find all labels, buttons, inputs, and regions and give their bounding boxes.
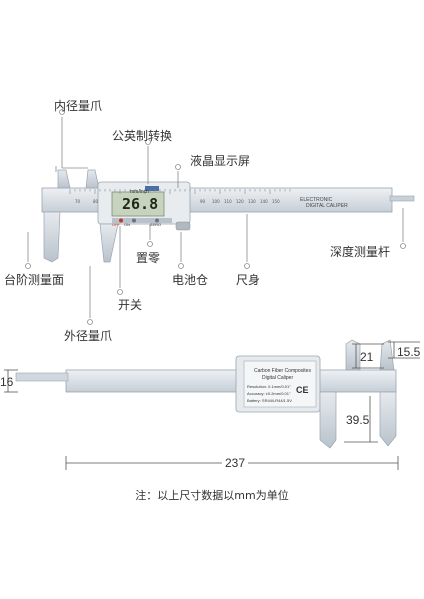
thumb-wheel	[175, 221, 191, 231]
label-inner-jaw: 内径量爪	[54, 99, 103, 113]
spec-line-2: Digital Caliper	[262, 375, 294, 381]
scale-tick-label: 110	[224, 199, 232, 204]
beam-side	[65, 369, 397, 393]
zero-button[interactable]: ZERO	[150, 222, 162, 227]
unit-button	[145, 186, 159, 191]
spec-line-1: Carbon Fiber Composites	[254, 368, 311, 374]
label-ruler-body: 尺身	[236, 273, 261, 287]
spec-line-5: Battery: SR44/LR44/1.5V	[247, 398, 292, 403]
brand-line-2: DIGITAL CALIPER	[306, 203, 348, 209]
slider-inner-jaw	[85, 169, 100, 189]
scale-tick-label: 150	[272, 199, 280, 204]
depth-rod-side	[15, 372, 69, 382]
button-strip	[112, 218, 172, 223]
spec-line-4: Accuracy: ±0.2mm/0.01"	[247, 391, 291, 396]
lcd-screen	[111, 191, 165, 217]
label-power-switch: 开关	[118, 298, 143, 312]
scale-tick-label: 90	[200, 199, 206, 204]
label-unit-switch: 公英制转换	[112, 129, 173, 143]
fixed-jaw-upper-side	[345, 339, 361, 371]
label-zero: 置零	[136, 251, 161, 265]
scale-tick-label: 120	[236, 199, 244, 204]
label-lcd-screen: 液晶显示屏	[190, 154, 251, 168]
fixed-jaw-lower-side	[379, 391, 397, 447]
depth-rod	[389, 195, 415, 202]
unit-button-label[interactable]: mm/inch	[130, 189, 149, 195]
dim-outer-jaw-width: 21	[360, 350, 374, 364]
spec-line-3: Resolution: 0.1mm/0.01"	[247, 384, 291, 389]
label-depth-rod: 深度测量杆	[330, 245, 391, 259]
fixed-outer-jaw	[43, 211, 61, 263]
scale-tick-label: 70	[75, 199, 81, 204]
unit-note: 注：以上尺寸数据以mm为单位	[135, 489, 289, 502]
beam-scale	[69, 189, 291, 194]
scale-tick-label: 80	[93, 199, 99, 204]
inner-jaw-upper-side	[379, 339, 395, 371]
label-battery: 电池仓	[172, 273, 209, 287]
scale-tick-label: 140	[260, 199, 268, 204]
dim-total-length: 237	[222, 456, 249, 470]
slider-jaw-side	[319, 391, 337, 449]
spec-plate	[243, 360, 317, 408]
fixed-inner-jaw	[57, 169, 71, 189]
scale-tick-label: 130	[248, 199, 256, 204]
label-outer-jaw: 外径量爪	[64, 329, 113, 343]
scale-tick-label: 100	[212, 199, 220, 204]
label-step-face: 台阶测量面	[4, 273, 65, 287]
dim-rod-height: 16	[0, 375, 14, 389]
lcd-value: 26.8	[122, 195, 159, 213]
on-button[interactable]: ON	[124, 222, 130, 227]
ce-mark: CE	[296, 385, 309, 395]
brand-line-1: ELECTRONIC	[300, 197, 333, 203]
slider-outer-jaw	[99, 223, 119, 263]
dim-inner-jaw-width: 15.5	[397, 345, 421, 359]
off-button[interactable]: OFF	[112, 222, 120, 227]
dim-outer-jaw-depth: 39.5	[346, 413, 370, 427]
